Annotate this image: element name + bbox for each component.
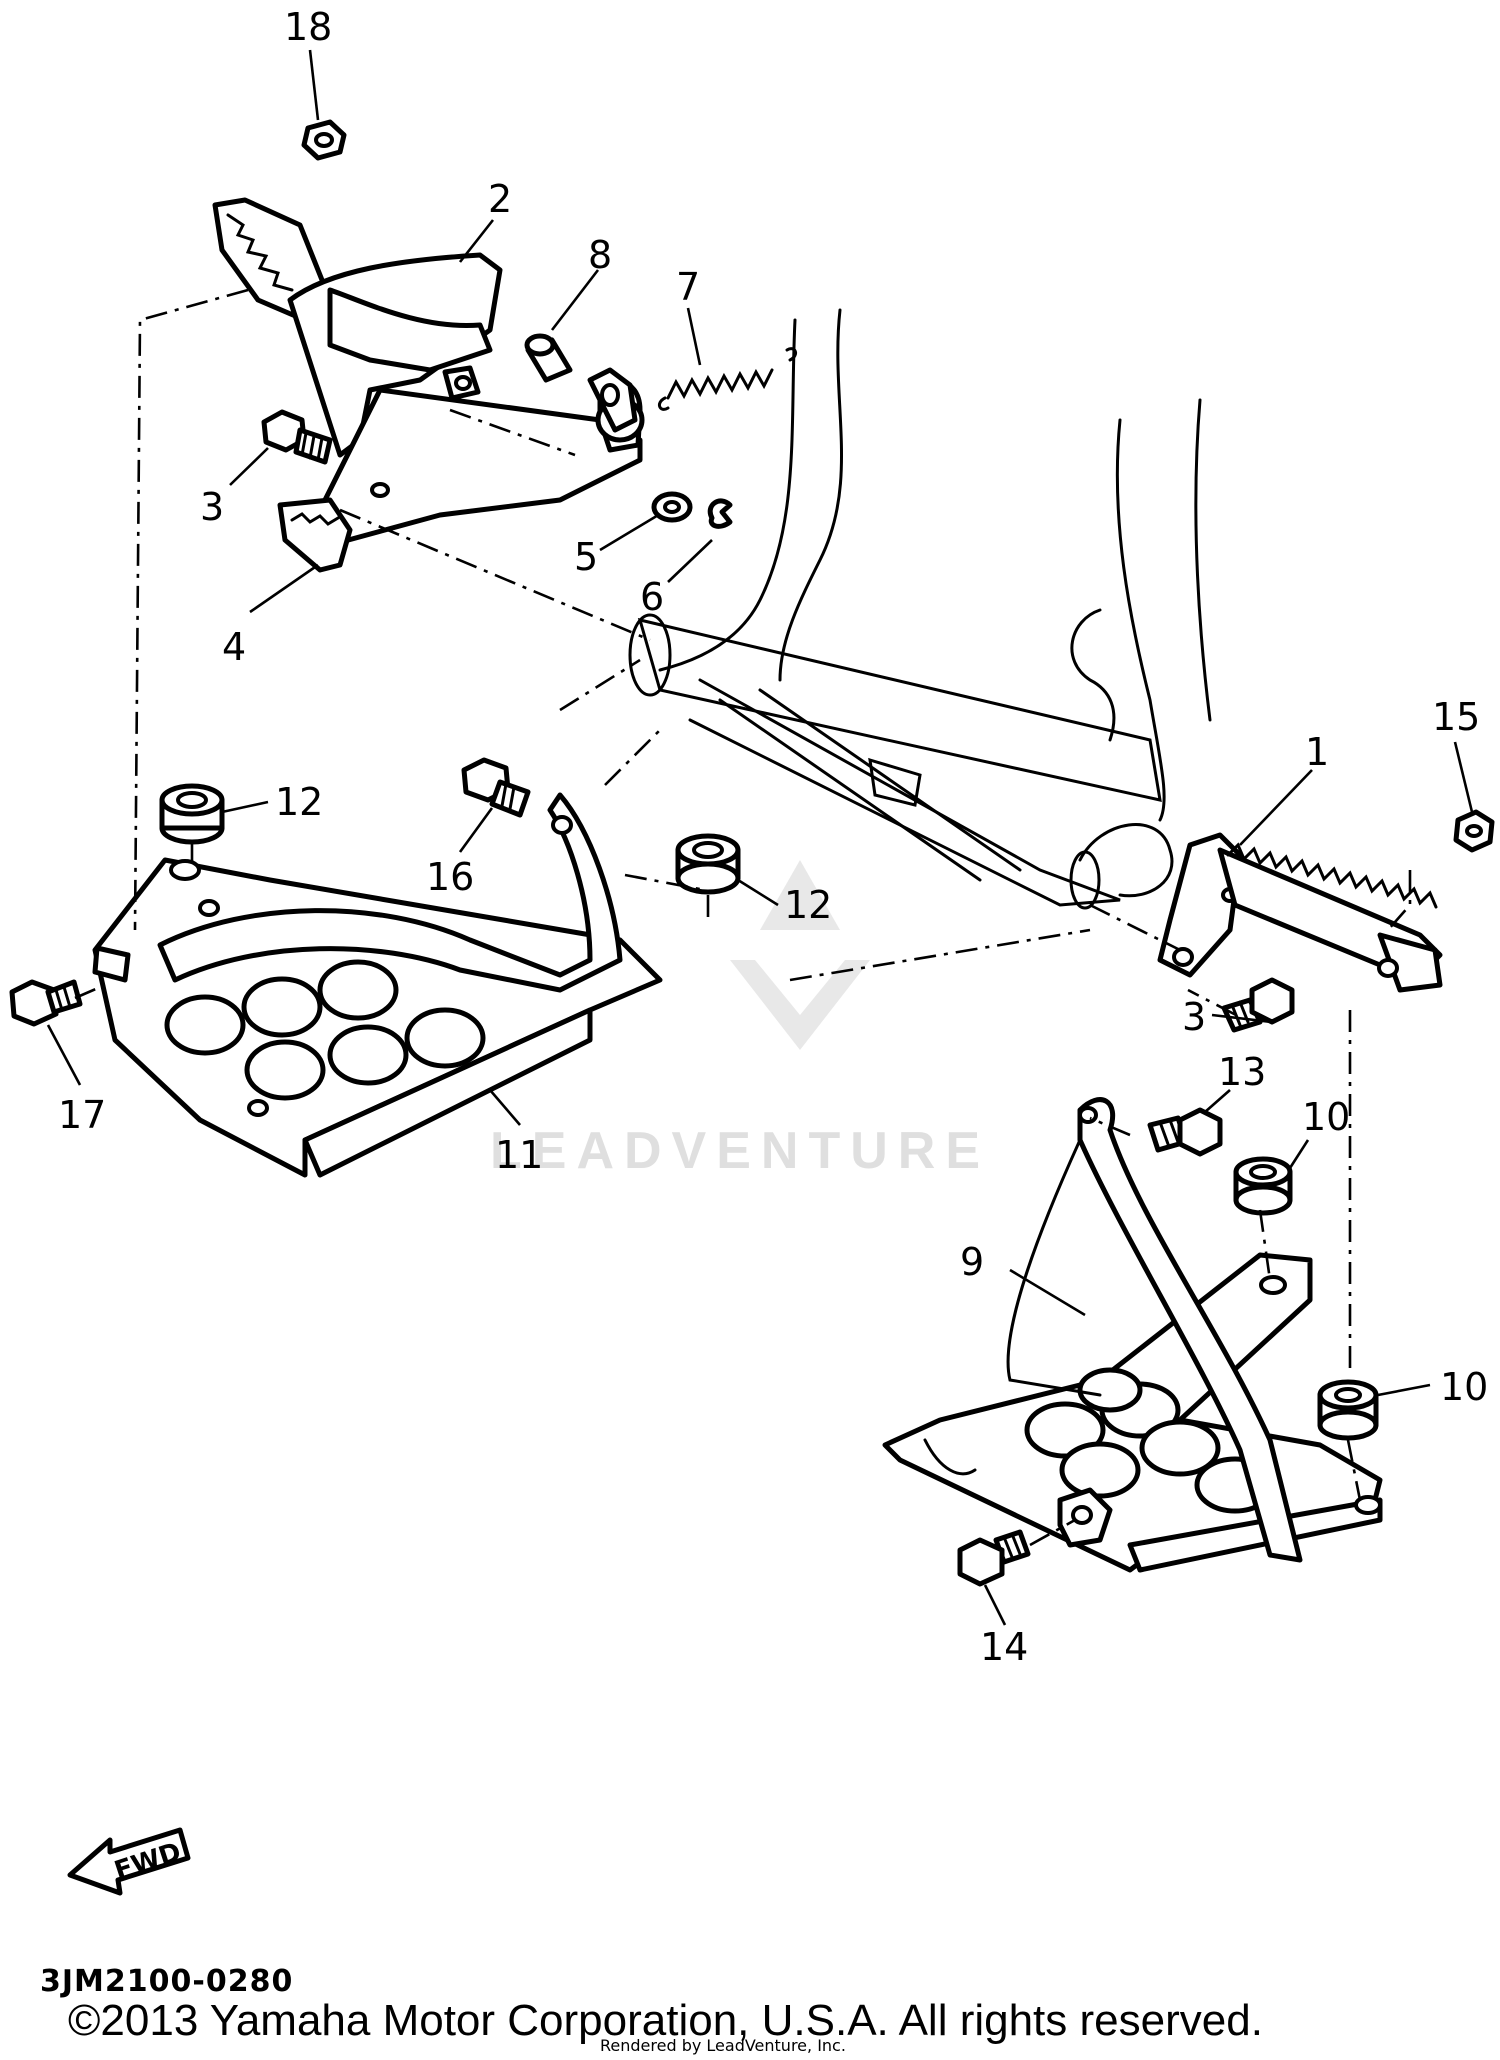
clip-6	[707, 498, 733, 529]
watermark-text: LEADVENTURE	[490, 1122, 990, 1180]
leader-lines	[46, 49, 1474, 1626]
bolt-14	[957, 1529, 1031, 1587]
right-footrest-1	[1157, 832, 1443, 993]
assembly-lines	[74, 288, 1412, 1547]
rendered-by-notice: Rendered by LeadVenture, Inc.	[600, 2036, 846, 2055]
nut-15	[1453, 809, 1495, 853]
grommet-10-upper	[1233, 1156, 1293, 1216]
callout-1: 1	[1305, 730, 1329, 774]
callout-10-upper: 10	[1302, 1095, 1350, 1139]
callout-6: 6	[640, 575, 664, 619]
callout-3-lower: 3	[1182, 995, 1206, 1039]
copyright-notice: ©2013 Yamaha Motor Corporation, U.S.A. A…	[68, 1996, 1263, 2045]
left-footrest-guard-11	[92, 792, 663, 1178]
callout-labels: 18 2 8 7 3 4 5 6 12 16 12 1 15 3 13 10 1…	[58, 5, 1488, 1669]
washer-5	[651, 491, 693, 523]
grommet-10-lower	[1317, 1379, 1379, 1441]
leadventure-watermark: LEADVENTURE	[490, 860, 990, 1180]
callout-16: 16	[426, 855, 474, 899]
grommet-12-middle	[675, 833, 741, 895]
bolt-3-lower	[1221, 977, 1295, 1033]
callout-8: 8	[588, 233, 612, 277]
brake-pedal-assembly	[212, 197, 645, 573]
callout-5: 5	[574, 535, 598, 579]
callout-2: 2	[488, 177, 512, 221]
bushing-8	[524, 333, 573, 383]
callout-15: 15	[1432, 695, 1480, 739]
bolt-16	[461, 757, 531, 818]
bolt-3-upper	[261, 409, 333, 465]
callout-7: 7	[676, 265, 700, 309]
callout-11: 11	[495, 1133, 543, 1177]
spring-7	[657, 347, 798, 411]
callout-17: 17	[58, 1093, 106, 1137]
callout-12-middle: 12	[784, 883, 832, 927]
grommet-12-left	[159, 783, 225, 845]
callout-14: 14	[980, 1625, 1028, 1669]
callout-13: 13	[1218, 1050, 1266, 1094]
frame	[628, 308, 1212, 910]
forward-arrow-icon: FWD	[67, 1827, 191, 1896]
callout-4: 4	[222, 625, 246, 669]
right-footrest-guard-9	[882, 1097, 1383, 1573]
callout-18: 18	[284, 5, 332, 49]
callout-3-upper: 3	[200, 485, 224, 529]
diagram-code: 3JM2100-0280	[40, 1964, 294, 1999]
callout-9: 9	[960, 1240, 984, 1284]
callout-10-lower: 10	[1440, 1365, 1488, 1409]
bolt-13	[1147, 1107, 1223, 1157]
nut-18	[301, 119, 347, 161]
bolt-17	[9, 979, 83, 1027]
callout-12-left: 12	[275, 780, 323, 824]
